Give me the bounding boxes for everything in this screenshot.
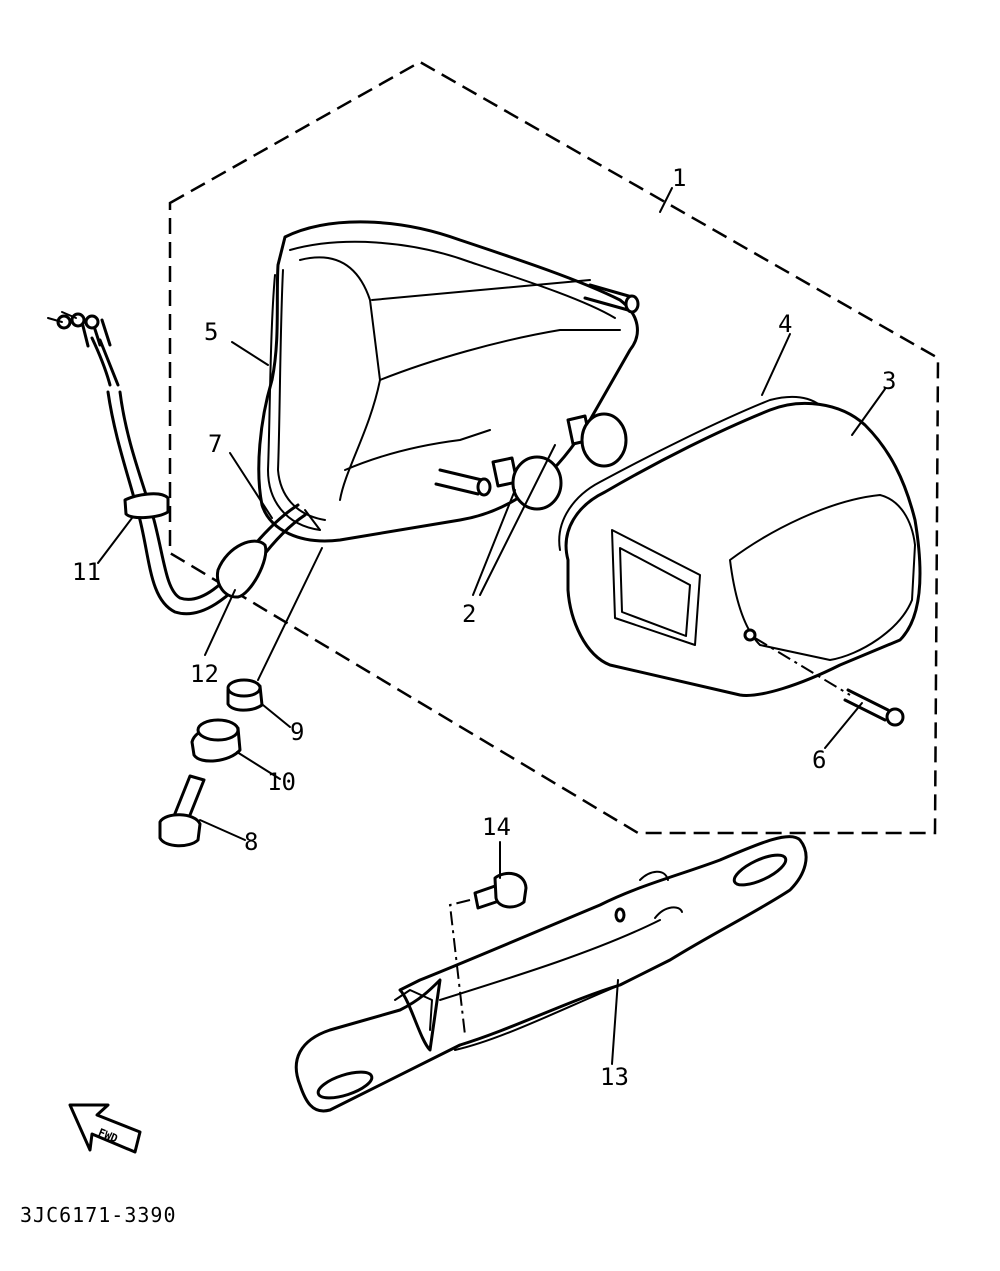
callout-3: 3 <box>882 367 896 395</box>
callout-10: 10 <box>267 768 296 796</box>
mounting-bolt <box>158 774 206 848</box>
callout-leaders <box>97 187 886 1065</box>
forward-arrow-icon: FWD <box>68 1103 142 1154</box>
screw-centerline <box>754 637 851 696</box>
assembly-boundary <box>168 60 940 835</box>
callout-9: 9 <box>290 718 304 746</box>
rubber-grommet <box>226 678 264 712</box>
license-plate-bracket <box>294 835 808 1113</box>
wire-harness <box>47 311 307 616</box>
tail-light-housing <box>257 220 640 543</box>
diagram-code: 3JC6171-3390 <box>20 1203 177 1227</box>
lens-gasket <box>558 395 831 551</box>
callout-11: 11 <box>72 558 101 586</box>
harness-leader <box>304 509 321 531</box>
bracket-bolt-centerline <box>448 899 471 1036</box>
callout-2: 2 <box>462 600 476 628</box>
callout-13: 13 <box>600 1063 629 1091</box>
grommet-leader <box>257 547 323 681</box>
callout-1: 1 <box>672 164 686 192</box>
callout-14: 14 <box>482 813 511 841</box>
callout-6: 6 <box>812 746 826 774</box>
lens-screw <box>843 688 905 727</box>
callout-8: 8 <box>244 828 258 856</box>
damper <box>190 718 242 763</box>
callout-12: 12 <box>190 660 219 688</box>
bracket-bolt <box>473 871 528 910</box>
callout-4: 4 <box>778 310 792 338</box>
callout-7: 7 <box>208 430 222 458</box>
tail-light-lens <box>564 401 922 697</box>
callout-5: 5 <box>204 318 218 346</box>
